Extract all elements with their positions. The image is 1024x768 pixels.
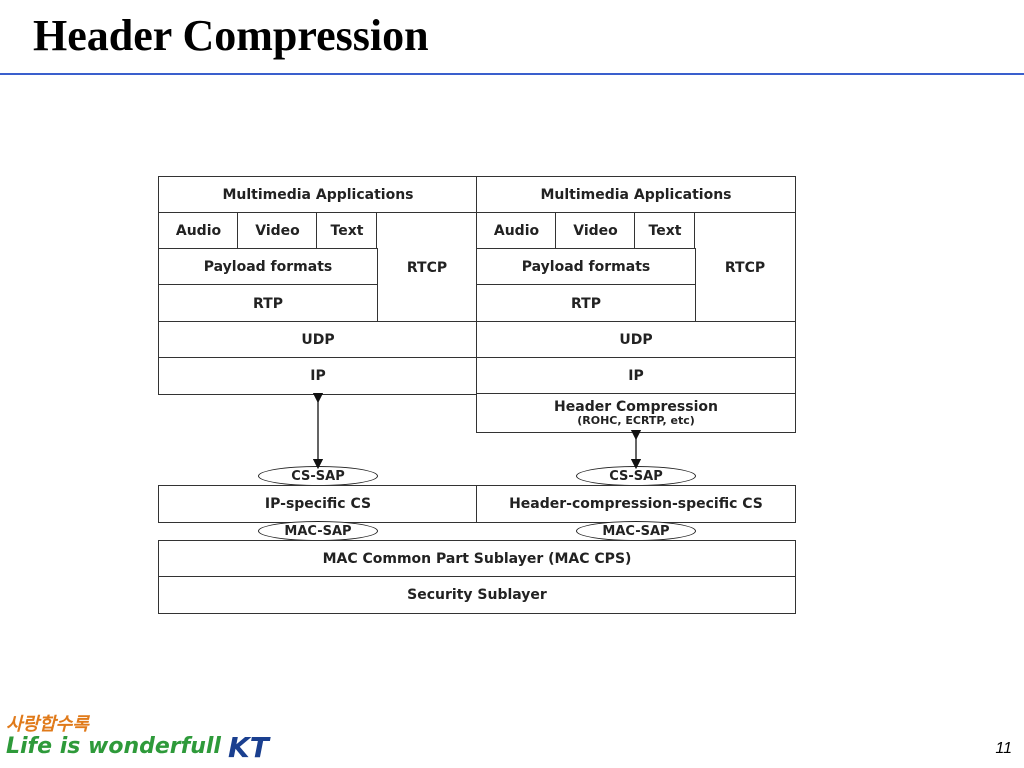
right-audio: Audio xyxy=(476,212,557,250)
right-rtp: RTP xyxy=(476,284,696,323)
right-payload-formats: Payload formats xyxy=(476,248,696,286)
left-rtp: RTP xyxy=(158,284,378,323)
header-compression-label: Header Compression xyxy=(554,398,718,415)
left-payload-formats: Payload formats xyxy=(158,248,378,286)
left-audio: Audio xyxy=(158,212,239,250)
left-multimedia-applications: Multimedia Applications xyxy=(158,176,478,214)
footer-slogan: 사랑합수록 xyxy=(6,714,89,735)
slide-title: Header Compression xyxy=(33,11,429,60)
left-video: Video xyxy=(237,212,318,250)
kt-logo: KT xyxy=(228,731,269,764)
header-compression-detail: (ROHC, ECRTP, etc) xyxy=(577,413,695,427)
right-header-compression: Header Compression (ROHC, ECRTP, etc) xyxy=(476,393,796,433)
page-number: 11 xyxy=(995,740,1012,757)
footer-tagline: Life is wonderfull xyxy=(6,734,221,759)
left-udp: UDP xyxy=(158,321,478,359)
right-video: Video xyxy=(555,212,636,250)
left-ip-specific-cs: IP-specific CS xyxy=(158,485,478,523)
right-ip: IP xyxy=(476,357,796,395)
left-ip: IP xyxy=(158,357,478,395)
right-header-compression-specific-cs: Header-compression-specific CS xyxy=(476,485,796,523)
left-text: Text xyxy=(316,212,378,250)
left-rtcp: RTCP xyxy=(376,212,478,323)
right-rtcp: RTCP xyxy=(694,212,796,323)
left-mac-sap: MAC-SAP xyxy=(258,521,378,541)
security-sublayer: Security Sublayer xyxy=(158,576,796,614)
title-divider xyxy=(0,73,1024,75)
mac-common-part-sublayer: MAC Common Part Sublayer (MAC CPS) xyxy=(158,540,796,578)
right-mac-sap: MAC-SAP xyxy=(576,521,696,541)
